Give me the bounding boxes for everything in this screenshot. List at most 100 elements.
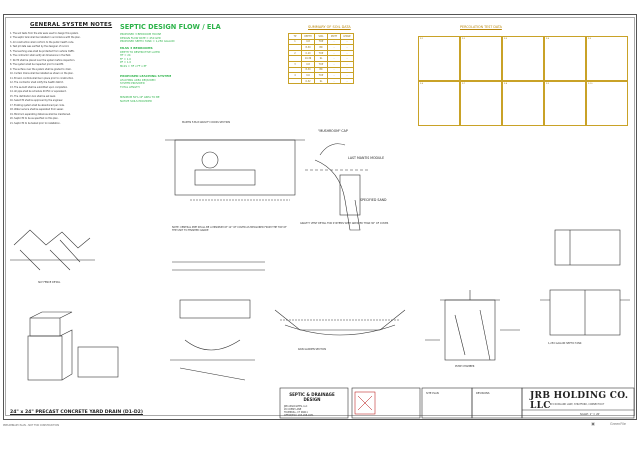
note-item: 6. The contractor shall verify all dimen… (10, 54, 72, 58)
note-item: 14. All pipe shall be schedule 40 PVC or… (10, 90, 67, 94)
mantis-section-outline (174, 139, 296, 196)
design-line: PF = 1.0 (120, 61, 132, 64)
silt-fence-drawing (10, 229, 95, 271)
design-flow-title: SEPTIC DESIGN FLOW / ELA (120, 23, 221, 31)
septic-tank-drawing (540, 229, 630, 336)
perc-cell: P-1 (418, 36, 460, 81)
design-line: PROPOSED SEPTIC TANK = 1,250 GALLON (120, 40, 175, 43)
note-item: 11. Erosion controls shall be in place p… (10, 76, 74, 80)
vent-pipe (314, 159, 361, 231)
perc-table-title: PERCOLATION TEST DATA (460, 25, 502, 29)
pump-chamber-drawing (425, 290, 520, 361)
sd-title: SEPTIC & DRAINAGE DESIGN (289, 392, 335, 402)
rain-garden-drawing (274, 309, 406, 336)
perc-cell: P-7 (460, 81, 502, 126)
design-line: DEPTH TO RESTRICTIVE LAYER (120, 50, 160, 54)
trench-drawings (170, 261, 265, 381)
note-item: 19. Minimum separating distances shall b… (10, 112, 71, 116)
notes-title: GENERAL SYSTEM NOTES (30, 22, 113, 28)
design-line: JRB ASSOCIATES, LLC (284, 405, 308, 408)
note-item: 2. The septic tank shall be installed in… (10, 36, 81, 40)
design-line: DESIGN FLOW RATE = 450 GPD (120, 36, 161, 40)
design-line: TRUMBULL, CT 06611 (284, 411, 308, 414)
perc-cell: P-2 (460, 36, 502, 81)
footer-note: PRELIMINARY PLAN - NOT FOR CONSTRUCTION (3, 424, 60, 427)
cover-note: NOTE: CENTRAL PIPE SHALL BE A MINIMUM OF… (172, 226, 287, 232)
design-line: SYSTEM PROVIDED (120, 82, 145, 85)
soil-cell: - (340, 72, 354, 79)
note-item: 1. The soil tests from the site were use… (10, 32, 79, 35)
design-line: FF = 1.0 (120, 57, 131, 61)
perc-cell: P-6 (418, 81, 460, 126)
note-item: 3. All construction shall conform to the… (10, 40, 75, 44)
mushroom-cap-label: "MUSHROOM" CAP (318, 129, 348, 133)
note-item: 20. Septic fill to be as specified on th… (10, 117, 59, 121)
design-block-3: PROPOSED LEACHING SYSTEM LEACHING AREA R… (120, 74, 171, 89)
note-item: 5. The leaching area shall be protected … (10, 49, 75, 53)
rain-garden-label: RAIN GARDEN SECTION (298, 348, 327, 351)
yard-drain-title: 24" x 24" PRECAST CONCRETE YARD DRAIN (D… (10, 410, 143, 415)
yard-drain-drawing (27, 311, 119, 381)
soil-cell: - (340, 77, 354, 85)
note-item: 13. The as-built shall be submitted upon… (10, 85, 68, 89)
perc-cell: P-3 (502, 36, 544, 81)
design-line: OFFICE/FAX: 203-268-0471 (284, 414, 314, 417)
engineer-stamp (354, 391, 376, 415)
design-line: NATIVE SOILS PROVIDED (120, 99, 153, 103)
notes-list: 1. The soil tests from the site were use… (10, 32, 104, 126)
note-item: 9. The surface over the system shall be … (10, 67, 72, 71)
design-line: 26 COPSE LANE (284, 408, 302, 411)
pump-chamber-label: PUMP CHAMBER (455, 365, 475, 368)
scale-label: SCALE: 1" = 20' (580, 413, 600, 416)
perc-cell: P-5 (586, 36, 628, 81)
last-module-label: LAST MANTIS MODULE (348, 156, 385, 160)
note-item: 7. No fill shall be placed over the syst… (10, 58, 76, 62)
company-name: JRB HOLDING CO. LLC (530, 391, 629, 411)
note-item: 15. The distribution box shall be set le… (10, 94, 56, 98)
design-line: PROPOSED 3 BEDROOM HOUSE (120, 33, 162, 36)
note-item: 12. The contractor shall notify the heal… (10, 81, 64, 85)
soil-cell: - (340, 61, 354, 68)
note-item: 4. Test pit data was verified by the des… (10, 45, 70, 49)
specified-sand-label: SPECIFIED SAND (360, 198, 387, 202)
watermark: GreenFile (610, 422, 626, 426)
note-item: 18. Water service shall be separated fro… (10, 108, 64, 112)
silt-fence-label: SILT FENCE DETAIL (38, 281, 61, 284)
note-item: 16. Select fill shall be approved by the… (10, 99, 64, 103)
company-address: 815 ROWLAND LANE, STRATFORD, CONNECTICUT (549, 403, 605, 406)
design-line: LEACHING AREA REQUIRED (120, 78, 156, 82)
perc-cell: P-4 (544, 36, 586, 81)
vent-note: GRAVITY VENT DETAIL FOR SYSTEMS WITH GRE… (300, 222, 389, 225)
perc-cell: P-9 (544, 81, 586, 126)
note-item: 8. The system shall be inspected prior t… (10, 63, 64, 67)
watermark-icon: ▣ (591, 421, 595, 426)
septic-tank-label: 1,250 GALLON SEPTIC TANK (548, 342, 582, 345)
sheet-inner-border (5, 17, 635, 416)
design-block-2: MLSS 3 BEDROOMS DEPTH TO RESTRICTIVE LAY… (120, 46, 160, 68)
design-line: HF = 24 (120, 54, 131, 57)
note-item: 21. Septic fill to be tested prior to in… (10, 121, 61, 125)
design-block-2-head: MLSS 3 BEDROOMS (120, 46, 153, 50)
perc-cell: P-10 (586, 81, 628, 126)
note-item: 17. Existing system shall be abandoned p… (10, 103, 65, 107)
design-line: MLSS = HF x FF x PF (120, 64, 147, 68)
revisions-label: REVISIONS (476, 392, 490, 395)
note-item: 10. Curtain drains shall be installed as… (10, 72, 74, 76)
design-line: TOTAL LENGTH (120, 85, 140, 89)
soil-table-title: SUMMARY OF SOIL DATA (308, 25, 351, 29)
mantis-section-label: MANTIS 536-8 GRAVITY CROSS SECTION (182, 121, 231, 124)
perc-cell: P-8 (502, 81, 544, 126)
pipe-circle (201, 151, 219, 169)
sheet-label: SITE PLAN (426, 392, 439, 395)
design-line: MINIMUM 50% OF AREA TO BE (120, 96, 160, 99)
